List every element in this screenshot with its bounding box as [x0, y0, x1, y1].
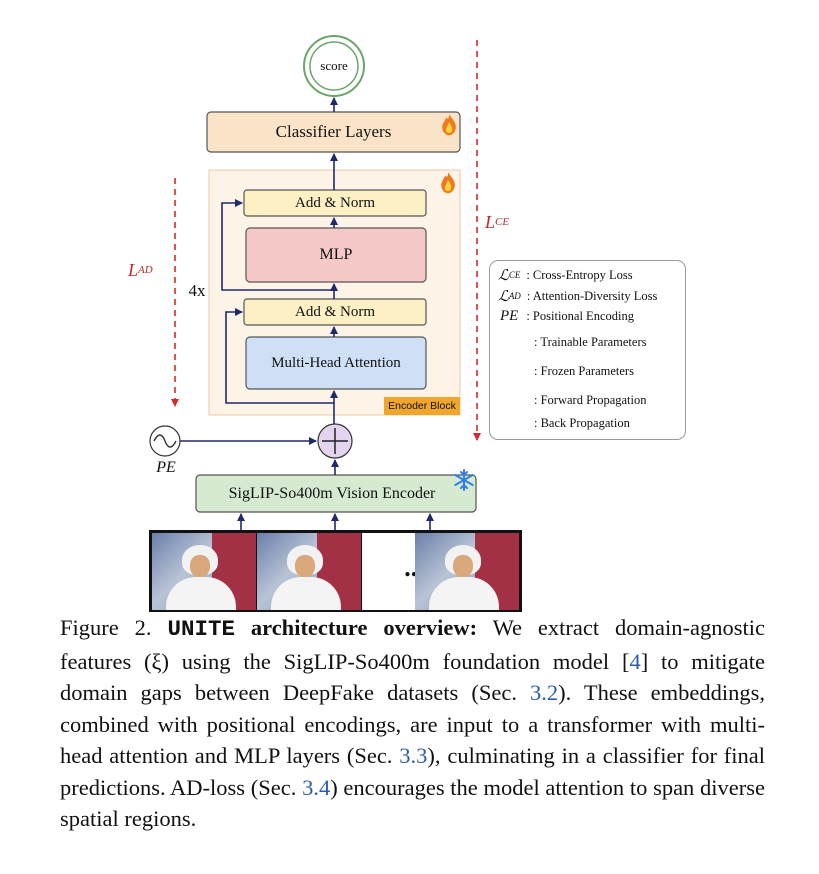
legend-forward-text: : Forward Propagation: [534, 392, 647, 407]
caption-ref-2[interactable]: 3.2: [530, 680, 559, 705]
video-frame-3: [415, 533, 519, 610]
encoder-block-label: Encoder Block: [388, 400, 456, 412]
loss-ce-symbol: L: [485, 211, 496, 232]
caption-part-5: ) encourages the model attention to span…: [60, 774, 765, 832]
add-norm-bottom-box: [243, 298, 427, 326]
mha-box: [245, 336, 427, 390]
legend-row-forward: : Forward Propagation: [534, 389, 646, 411]
figure-caption: Figure 2. UNITE architecture overview: W…: [60, 612, 765, 835]
forward-arrows: [180, 97, 434, 533]
back-propagation-arrows: [171, 40, 481, 441]
loss-ce-subscript: CE: [495, 216, 510, 228]
legend-ce-symbol: ℒ: [498, 267, 509, 284]
caption-ref-4[interactable]: 3.4: [302, 774, 331, 800]
caption-model-name: UNITE: [167, 616, 235, 642]
legend-row-trainable: : Trainable Parameters: [534, 331, 646, 353]
legend-back-text: : Back Propagation: [534, 415, 630, 430]
score-label: score: [320, 58, 348, 73]
legend-ad-symbol: ℒ: [498, 288, 509, 305]
caption-bold-title: architecture overview:: [234, 615, 478, 640]
pe-label: PE: [156, 459, 176, 476]
vision-encoder-box: [195, 474, 477, 513]
add-norm-top-box: [243, 189, 427, 217]
score-ring-inner: [309, 41, 359, 91]
caption-part-1: We extract domain-agnostic features (ξ) …: [60, 615, 765, 674]
repeat-count: 4x: [188, 281, 206, 300]
video-frame-2: [257, 533, 361, 610]
encoder-block-tag: [384, 397, 460, 415]
legend-row-back: : Back Propagation: [534, 412, 630, 434]
vision-encoder-label: SigLIP-So400m Vision Encoder: [228, 484, 436, 502]
legend-pe-text: : Positional Encoding: [526, 308, 634, 323]
legend-row-pe: PE : Positional Encoding: [500, 305, 634, 327]
legend-ce-text: : Cross-Entropy Loss: [526, 267, 633, 282]
caption-ref-1[interactable]: 4: [629, 648, 641, 674]
legend-ad-subscript: AD: [508, 291, 521, 301]
legend-pe-symbol: PE: [500, 307, 519, 324]
classifier-label: Classifier Layers: [275, 122, 392, 141]
caption-part-4: ), culminating in a classifier for final…: [60, 743, 765, 800]
add-norm-bottom-label: Add & Norm: [295, 303, 375, 320]
legend-ce-subscript: CE: [508, 270, 521, 280]
legend-frozen-text: : Frozen Parameters: [534, 363, 634, 378]
video-frame-1: [152, 533, 256, 610]
add-norm-top-label: Add & Norm: [295, 194, 375, 211]
caption-ref-3[interactable]: 3.3: [399, 743, 428, 768]
loss-ad-subscript: AD: [138, 264, 153, 276]
legend-ad-text: : Attention-Diversity Loss: [526, 288, 658, 303]
caption-prefix: Figure 2.: [60, 615, 168, 640]
caption-part-3: ). These embeddings, combined with posit…: [60, 680, 766, 768]
mha-label: Multi-Head Attention: [271, 354, 401, 371]
caption-part-2: ] to mitigate domain gaps between DeepFa…: [60, 648, 765, 706]
loss-ad-symbol: L: [128, 259, 139, 280]
legend-trainable-text: : Trainable Parameters: [534, 334, 647, 349]
mlp-box: [245, 227, 427, 283]
legend-row-frozen: : Frozen Parameters: [534, 360, 634, 382]
architecture-diagram: [149, 35, 532, 533]
mlp-label: MLP: [319, 246, 353, 263]
